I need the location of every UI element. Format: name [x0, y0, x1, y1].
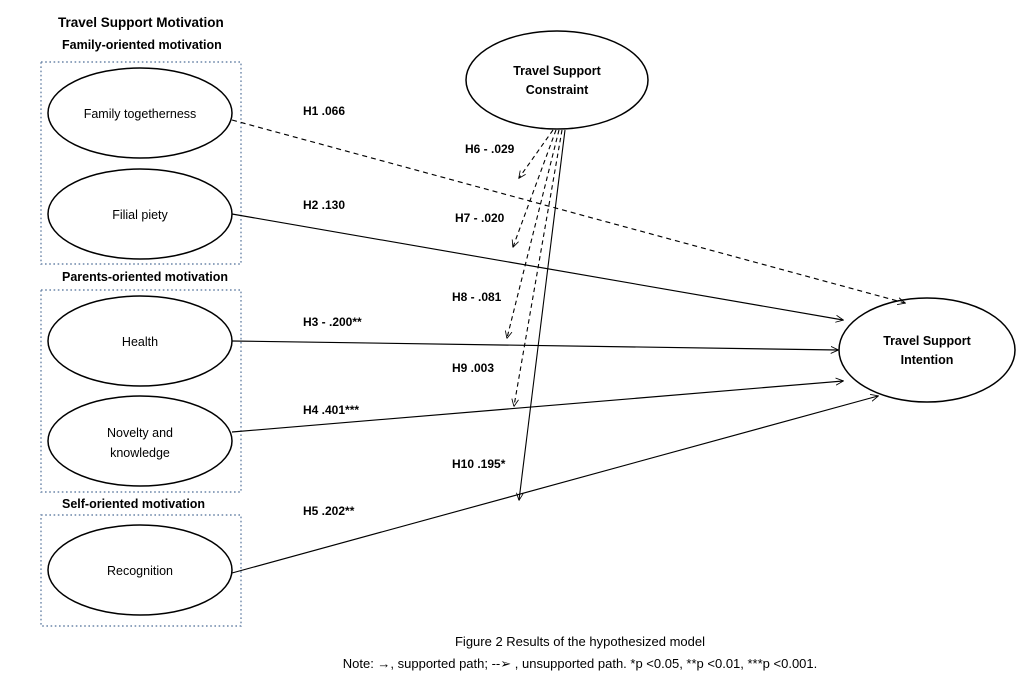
path-label-h7: H7 - .020	[455, 211, 505, 225]
path-label-h9: H9 .003	[452, 361, 494, 375]
path-label-h2: H2 .130	[303, 198, 345, 212]
group-label-parents: Parents-oriented motivation	[62, 270, 228, 284]
node-label-constraint-line2: Constraint	[526, 83, 589, 97]
group-label-family: Family-oriented motivation	[62, 38, 222, 52]
group-box-parents	[40, 289, 242, 493]
path-h7	[513, 129, 557, 247]
path-h8	[507, 129, 560, 338]
path-label-h8: H8 - .081	[452, 290, 502, 304]
node-travel-support-constraint[interactable]	[465, 30, 649, 130]
node-label-constraint-line1: Travel Support	[513, 64, 601, 78]
path-label-h3: H3 - .200**	[303, 315, 362, 329]
node-label-health: Health	[122, 335, 158, 349]
node-label-family-togetherness: Family togetherness	[84, 107, 197, 121]
section-title: Travel Support Motivation	[58, 15, 224, 30]
path-label-h4: H4 .401***	[303, 403, 359, 417]
path-h2	[231, 213, 843, 320]
path-h10	[519, 129, 566, 500]
path-h6	[519, 129, 554, 178]
path-label-h6: H6 - .029	[465, 142, 515, 156]
path-h3	[231, 340, 838, 350]
node-novelty-knowledge[interactable]	[47, 395, 233, 487]
figure-caption-title: Figure 2 Results of the hypothesized mod…	[455, 634, 705, 649]
node-travel-support-intention[interactable]	[838, 297, 1016, 403]
group-label-self: Self-oriented motivation	[62, 497, 205, 511]
node-label-intention-line1: Travel Support	[883, 334, 971, 348]
node-label-filial-piety: Filial piety	[112, 208, 168, 222]
path-h9	[514, 129, 563, 406]
path-label-h10: H10 .195*	[452, 457, 506, 471]
path-h4	[231, 381, 843, 433]
path-label-h1: H1 .066	[303, 104, 345, 118]
path-h5	[231, 396, 878, 574]
node-label-intention-line2: Intention	[901, 353, 954, 367]
figure-caption-note: Note: →, supported path; --➢ , unsupport…	[343, 656, 818, 671]
node-label-novelty-line2: knowledge	[110, 446, 170, 460]
node-recognition[interactable]	[47, 524, 233, 616]
node-label-recognition: Recognition	[107, 564, 173, 578]
node-label-novelty-line1: Novelty and	[107, 426, 173, 440]
group-box-family	[40, 61, 242, 265]
node-family-togetherness[interactable]	[47, 67, 233, 159]
path-label-h5: H5 .202**	[303, 504, 355, 518]
